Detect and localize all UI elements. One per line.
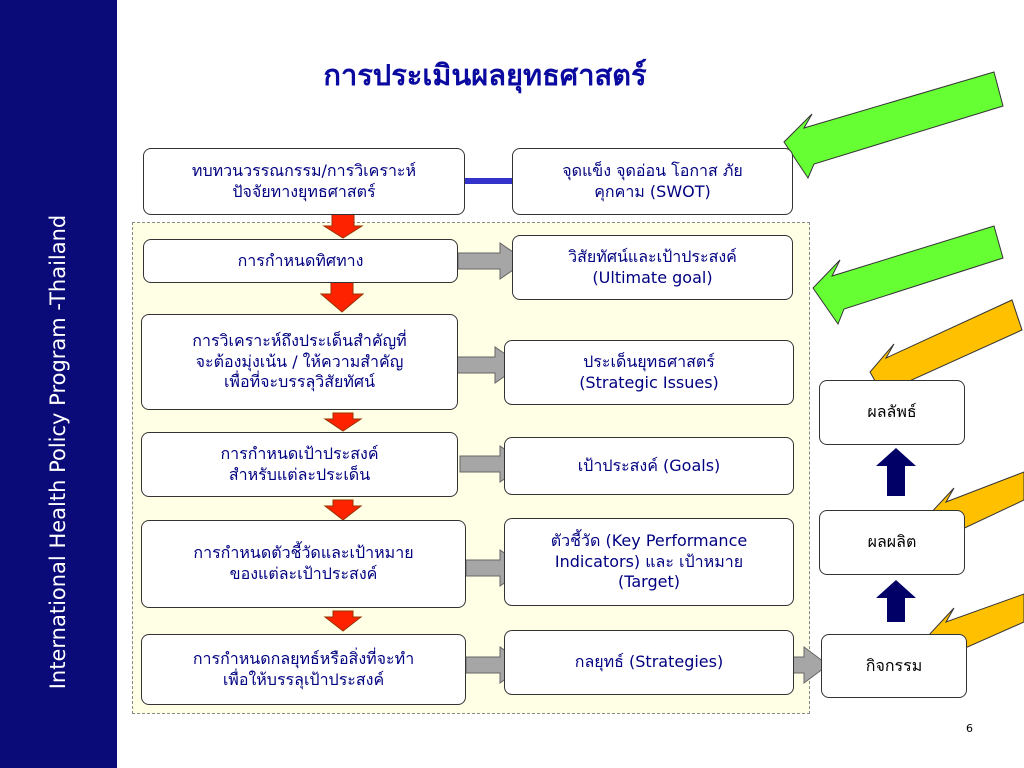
direction-setting-box: การกำหนดทิศทาง <box>143 239 458 283</box>
strategy-setting-box: การกำหนดกลยุทธ์หรือสิ่งที่จะทำ เพื่อให้บ… <box>141 634 466 705</box>
indicator-setting-box: การกำหนดตัวชี้วัดและเป้าหมาย ของแต่ละเป้… <box>141 520 466 608</box>
green-arrow <box>783 71 1004 180</box>
swot-connector-line <box>465 178 513 184</box>
strategies-box: กลยุทธ์ (Strategies) <box>504 630 794 695</box>
kpi-target-box: ตัวชี้วัด (Key Performance Indicators) แ… <box>504 518 794 606</box>
goals-box: เป้าประสงค์ (Goals) <box>504 437 794 495</box>
up-arrow <box>876 448 916 496</box>
sidebar-title: International Health Policy Program -Tha… <box>46 214 70 690</box>
goal-setting-box: การกำหนดเป้าประสงค์ สำหรับแต่ละประเด็น <box>141 432 458 497</box>
outcome-box: ผลลัพธ์ <box>819 380 965 445</box>
swot-box: จุดแข็ง จุดอ่อน โอกาส ภัย คุกคาม (SWOT) <box>512 148 793 215</box>
activity-box: กิจกรรม <box>821 634 967 698</box>
ultimate-goal-box: วิสัยทัศน์และเป้าประสงค์ (Ultimate goal) <box>512 235 793 300</box>
output-box: ผลผลิต <box>819 510 965 575</box>
key-issue-analysis-box: การวิเคราะห์ถึงประเด็นสำคัญที่ จะต้องมุ่… <box>141 314 458 410</box>
literature-review-box: ทบทวนวรรณกรรม/การวิเคราะห์ ปัจจัยทางยุทธ… <box>143 148 465 215</box>
page-number: 6 <box>966 722 973 735</box>
green-arrow <box>812 225 1004 326</box>
slide-title: การประเมินผลยุทธศาสตร์ <box>323 58 647 92</box>
sidebar: International Health Policy Program -Tha… <box>0 0 117 768</box>
strategic-issues-box: ประเด็นยุทธศาสตร์ (Strategic Issues) <box>504 340 794 405</box>
up-arrow <box>876 580 916 622</box>
